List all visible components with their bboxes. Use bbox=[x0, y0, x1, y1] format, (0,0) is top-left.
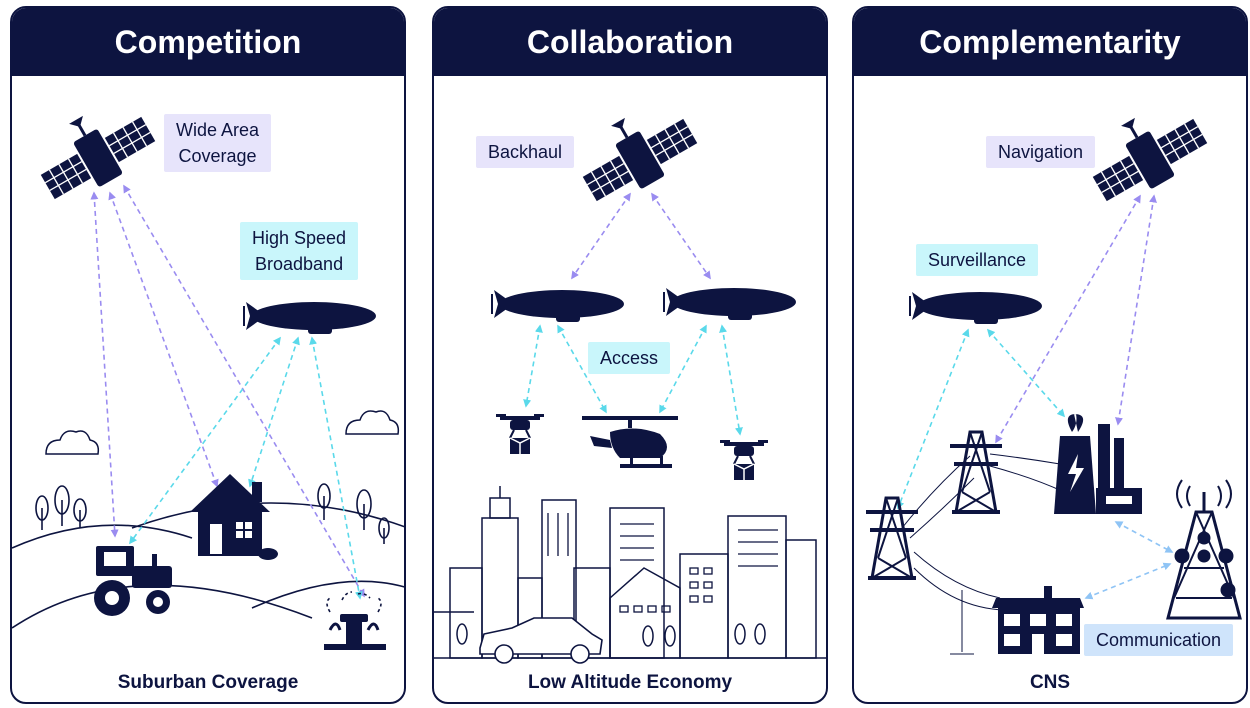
satellite-icon bbox=[1076, 91, 1215, 214]
cloud-icon bbox=[345, 410, 400, 435]
satellite-icon bbox=[566, 91, 705, 214]
panel-footer: Low Altitude Economy bbox=[527, 672, 733, 693]
panel-footer: Suburban Coverage bbox=[117, 672, 299, 693]
airship-link bbox=[523, 324, 543, 408]
tag-backhaul: Backhaul bbox=[476, 136, 575, 168]
panel-title: Competition bbox=[12, 8, 404, 76]
airship-link bbox=[986, 328, 1066, 418]
satellite-icon bbox=[24, 89, 163, 212]
power-plant-icon bbox=[1054, 414, 1142, 514]
airship-link bbox=[557, 324, 607, 414]
panel-collaboration: Collaboration bbox=[432, 6, 828, 704]
panel-complementarity: Complementarity bbox=[852, 6, 1248, 704]
panel-title: Collaboration bbox=[434, 8, 826, 76]
airship-link bbox=[719, 324, 743, 436]
delivery-drone-icon bbox=[494, 412, 546, 456]
tag-surveillance: Surveillance bbox=[916, 244, 1039, 276]
panel-competition: Competition bbox=[10, 6, 406, 704]
satellite-link bbox=[651, 192, 711, 280]
transmission-tower-icon bbox=[864, 496, 920, 582]
sprinkler-icon bbox=[324, 591, 386, 650]
tag-communication: Communication bbox=[1084, 624, 1234, 656]
airship-icon bbox=[491, 289, 625, 323]
cell-tower-icon bbox=[1166, 479, 1242, 620]
delivery-drone-icon bbox=[718, 438, 770, 482]
tag-high-speed-broadband: High Speed Broadband bbox=[240, 222, 359, 280]
airship-link bbox=[659, 324, 707, 414]
communication-link bbox=[1114, 521, 1174, 553]
cloud-icon bbox=[45, 430, 100, 455]
airship-link bbox=[129, 336, 281, 545]
airship-link bbox=[248, 336, 300, 488]
building-icon bbox=[992, 586, 1084, 654]
satellite-link bbox=[108, 191, 219, 488]
house-icon bbox=[190, 474, 278, 560]
airship-link bbox=[309, 336, 363, 600]
airship-icon bbox=[663, 287, 797, 321]
communication-link bbox=[1084, 562, 1172, 600]
tag-navigation: Navigation bbox=[986, 136, 1096, 168]
airship-icon bbox=[909, 291, 1043, 325]
car-icon bbox=[479, 617, 603, 664]
complementarity-illustration bbox=[864, 91, 1242, 655]
helicopter-icon bbox=[582, 416, 678, 468]
tag-wide-area-coverage: Wide Area Coverage bbox=[164, 114, 272, 172]
city-skyline bbox=[434, 486, 826, 659]
satellite-link bbox=[1115, 194, 1157, 426]
competition-illustration bbox=[12, 89, 404, 650]
airship-link bbox=[896, 328, 970, 510]
satellite-link bbox=[90, 191, 119, 538]
tractor-icon bbox=[94, 546, 172, 616]
satellite-link bbox=[995, 194, 1141, 444]
collaboration-illustration bbox=[434, 91, 826, 664]
transmission-tower-icon bbox=[948, 430, 1004, 516]
tag-access: Access bbox=[588, 342, 671, 374]
satellite-link bbox=[571, 192, 631, 280]
airship-icon bbox=[243, 301, 377, 335]
panel-title: Complementarity bbox=[854, 8, 1246, 76]
panel-footer: CNS bbox=[1029, 672, 1071, 693]
